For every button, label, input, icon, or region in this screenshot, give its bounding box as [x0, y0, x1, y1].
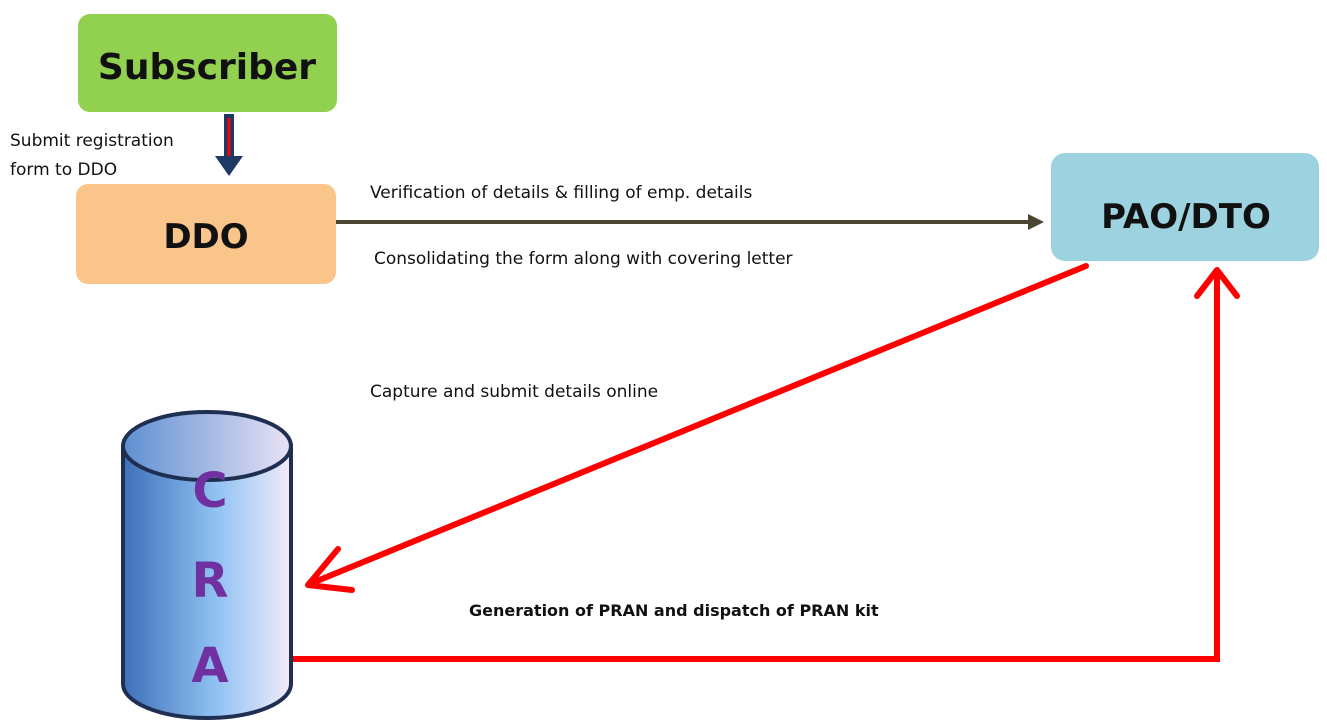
- cra-letter-c: C: [192, 463, 227, 519]
- pao-dto-node: PAO/DTO: [1051, 153, 1319, 261]
- pao-to-cra-arrow: [305, 263, 1089, 593]
- capture-submit-label: Capture and submit details online: [370, 382, 658, 402]
- subscriber-node: Subscriber: [78, 14, 337, 112]
- cra-letter-a: A: [191, 638, 228, 694]
- cra-letter-r: R: [192, 553, 229, 609]
- submit-registration-label-line2: form to DDO: [10, 160, 117, 180]
- pao-dto-label: PAO/DTO: [1101, 197, 1271, 237]
- cra-cylinder-top: [121, 410, 293, 482]
- subscriber-to-ddo-arrow: [215, 114, 243, 176]
- pao-dto-box: [1051, 153, 1319, 261]
- ddo-box: [76, 184, 336, 284]
- cra-node: C R A: [121, 410, 293, 720]
- generation-pran-label: Generation of PRAN and dispatch of PRAN …: [469, 601, 879, 620]
- cra-to-pao-arrow: [290, 267, 1240, 662]
- subscriber-label: Subscriber: [98, 47, 316, 88]
- ddo-to-pao-arrow: [336, 214, 1044, 230]
- subscriber-box: [78, 14, 337, 112]
- ddo-label: DDO: [163, 217, 248, 257]
- ddo-node: DDO: [76, 184, 336, 284]
- cra-cylinder-body: [121, 444, 293, 720]
- consolidating-label: Consolidating the form along with coveri…: [374, 249, 793, 269]
- verification-label: Verification of details & filling of emp…: [370, 183, 752, 203]
- submit-registration-label-line1: Submit registration: [10, 131, 174, 151]
